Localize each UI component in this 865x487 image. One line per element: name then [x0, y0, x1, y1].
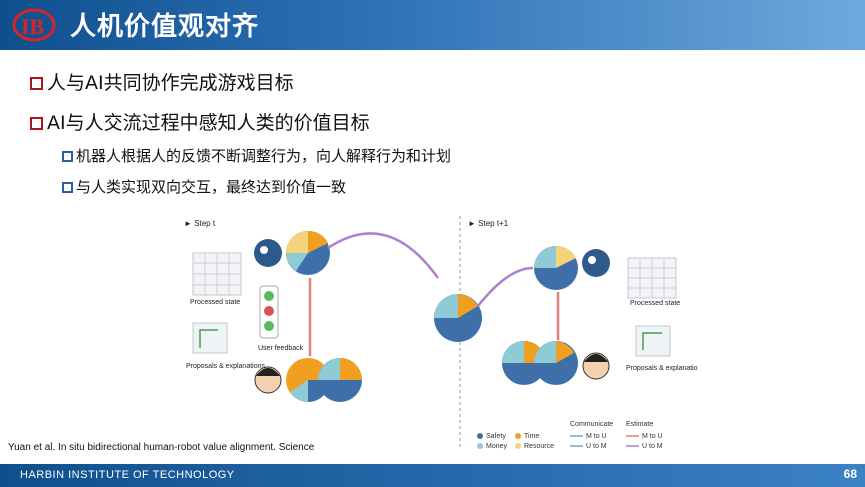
processed-state-label-left: Processed state [190, 299, 240, 306]
legend-resource: Resource [524, 443, 554, 450]
svg-text:IB: IB [21, 14, 45, 39]
page-number: 68 [843, 467, 857, 481]
legend-money: Money [486, 443, 508, 450]
bullet-square-icon [62, 182, 73, 193]
legend-estimate: Estimate [626, 421, 653, 428]
bullet-square-icon [62, 151, 73, 162]
legend-u-to-m-est: U to M [642, 443, 663, 450]
footer-bar: HARBIN INSTITUTE OF TECHNOLOGY 68 [0, 464, 865, 487]
proposals-label-right: Proposals & explanations [626, 365, 698, 372]
cross-icon [264, 306, 274, 316]
pie-v-u-center [434, 294, 482, 342]
value-alignment-figure: ► Step t ► Step t+1 Processed state Prop… [184, 216, 698, 450]
robot-head-icon [254, 239, 282, 267]
proposal-thumb-right [635, 325, 671, 357]
citation-caption: Yuan et al. In situ bidirectional human-… [8, 442, 315, 453]
subbullet-1: 机器人根据人的反馈不断调整行为，向人解释行为和计划 [62, 145, 451, 166]
legend-m-to-u: M to U [586, 433, 607, 440]
processed-state-label-right: Processed state [630, 300, 680, 307]
bullet-1: 人与AI共同协作完成游戏目标 [30, 68, 294, 95]
legend-communicate: Communicate [570, 421, 613, 428]
robot-head-icon [582, 249, 610, 277]
arrow-delta-m [327, 232, 440, 279]
proposal-thumb-left [192, 322, 228, 354]
arrow-delta-m-t1 [477, 266, 534, 307]
pie-v-minu-right [534, 341, 578, 385]
bullet-2: AI与人交流过程中感知人类的价值目标 [30, 108, 370, 135]
pie-v-u-left [318, 358, 362, 402]
legend-u-to-m: U to M [586, 443, 607, 450]
user-feedback-label: User feedback [258, 345, 304, 352]
step-t1-label: ► Step t+1 [468, 219, 509, 228]
bullet-square-icon [30, 117, 43, 130]
bullet-square-icon [30, 77, 43, 90]
legend-m-to-u-est: M to U [642, 433, 663, 440]
proposals-label-left: Proposals & explanations [186, 363, 265, 370]
title-bar: IB 人机价值观对齐 [0, 0, 865, 50]
subbullet-2: 与人类实现双向交互，最终达到价值一致 [62, 176, 346, 197]
hit-logo-icon: IB [12, 8, 56, 42]
check-icon [264, 321, 274, 331]
step-t-label: ► Step t [184, 219, 216, 228]
legend-safety: Safety [486, 433, 506, 440]
figure-legend: Safety Time Money Resource Communicate M… [477, 421, 663, 450]
check-icon [264, 291, 274, 301]
pie-v-uinm-right [534, 245, 578, 290]
pie-v-uinm-left [286, 230, 330, 275]
institute-name: HARBIN INSTITUTE OF TECHNOLOGY [20, 469, 235, 481]
slide-title: 人机价值观对齐 [70, 12, 260, 42]
legend-time: Time [524, 433, 539, 440]
